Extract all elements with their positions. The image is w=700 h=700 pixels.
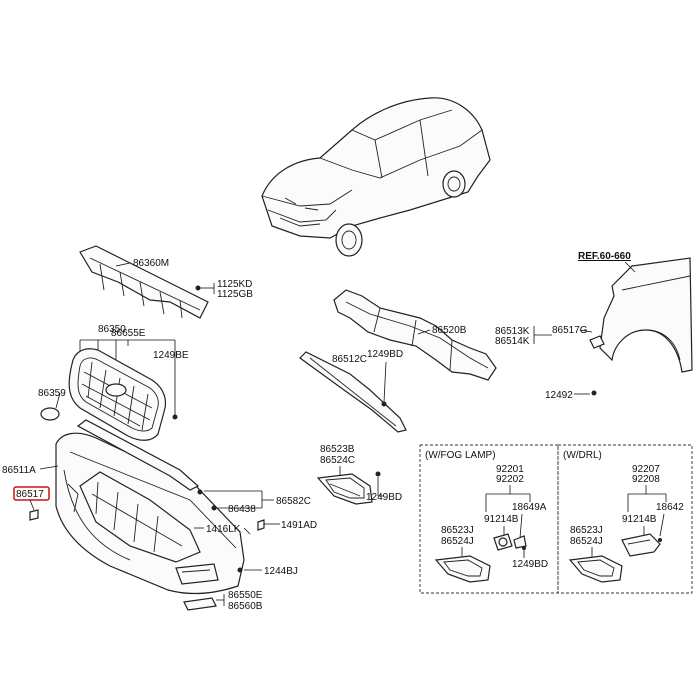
label-fog-86524j: 86524J	[441, 536, 474, 547]
label-86517: 86517	[16, 489, 44, 500]
lower-strip	[299, 351, 407, 433]
label-1249bd-a: 1249BD	[367, 349, 403, 360]
ref-label: REF.60-660	[578, 251, 631, 262]
fender	[599, 257, 693, 373]
label-1249be: 1249BE	[153, 350, 189, 361]
drl-unit	[621, 533, 662, 557]
label-86582c: 86582C	[276, 496, 311, 507]
label-drl-86524j: 86524J	[570, 536, 603, 547]
bumper-upper-strip	[76, 419, 200, 491]
label-86511a: 86511A	[2, 465, 36, 476]
fog-lamp-box-title: (W/FOG LAMP)	[425, 450, 496, 461]
fog-bezel	[434, 555, 491, 583]
label-86513k: 86513K	[495, 326, 530, 337]
label-1249bd-b: 1249BD	[366, 492, 402, 503]
clip-86517g	[589, 335, 605, 349]
label-86655e: 86655E	[111, 328, 146, 339]
label-86517g: 86517G	[552, 325, 588, 336]
label-86523b: 86523B	[320, 444, 355, 455]
front-bumper	[55, 432, 245, 595]
label-fog-86523j: 86523J	[441, 525, 474, 536]
label-92208: 92208	[632, 474, 660, 485]
label-1125kd: 1125KD	[217, 279, 252, 290]
label-1244bj: 1244BJ	[264, 566, 298, 577]
tow-hook-cover	[183, 597, 217, 611]
label-86360m: 86360M	[133, 258, 169, 269]
fog-lamp-unit	[493, 533, 527, 551]
label-86512c: 86512C	[332, 354, 367, 365]
label-91214b: 91214B	[484, 514, 519, 525]
drl-box	[557, 444, 693, 594]
label-86520b: 86520B	[432, 325, 467, 336]
label-92207: 92207	[632, 464, 660, 475]
car-illustration	[261, 97, 491, 257]
clip-86517	[29, 509, 39, 521]
label-86560b: 86560B	[228, 601, 263, 612]
label-fog-1249bd: 1249BD	[512, 559, 548, 570]
label-18649a: 18649A	[512, 502, 547, 513]
label-12492: 12492	[545, 390, 573, 401]
label-1125gb: 1125GB	[217, 289, 253, 300]
label-86359: 86359	[38, 388, 66, 399]
label-92201: 92201	[496, 464, 524, 475]
label-86350: 86350	[98, 324, 126, 335]
highlight-box-86517	[13, 486, 50, 501]
label-1491ad: 1491AD	[281, 520, 317, 531]
drl-bezel	[568, 555, 623, 583]
label-86438: 86438	[228, 504, 256, 515]
emblem	[40, 407, 60, 421]
front-grille	[68, 348, 167, 441]
drl-box-title: (W/DRL)	[563, 450, 602, 461]
label-86514k: 86514K	[495, 336, 530, 347]
label-86524c: 86524C	[320, 455, 355, 466]
label-drl-18642: 18642	[656, 502, 684, 513]
label-drl-91214b: 91214B	[622, 514, 657, 525]
bumper-beam	[333, 289, 497, 381]
label-drl-86523j: 86523J	[570, 525, 603, 536]
label-1416lk: 1416LK	[206, 524, 241, 535]
fog-lamp-cover	[316, 473, 373, 505]
label-92202: 92202	[496, 474, 524, 485]
label-86550e: 86550E	[228, 590, 263, 601]
grille-bracket	[79, 245, 209, 319]
